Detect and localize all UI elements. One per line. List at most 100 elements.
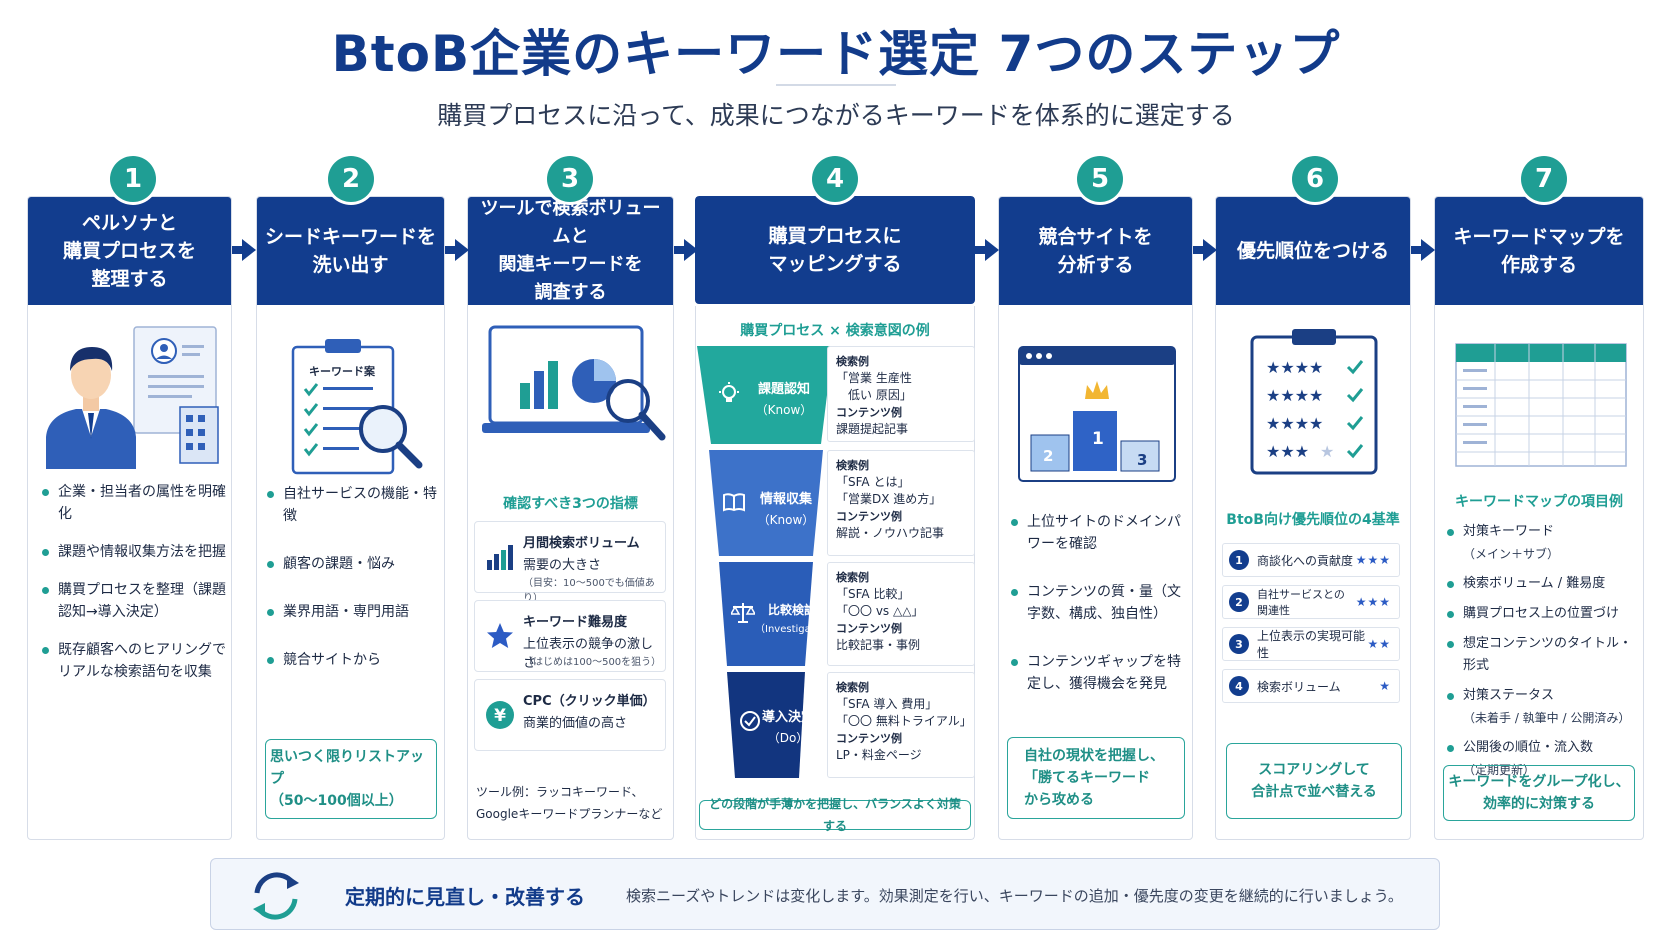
- metrics-title: 確認すべき3つの指標: [503, 496, 638, 512]
- list-item: 購買プロセスを整理（課題認知→導入決定）: [40, 579, 226, 623]
- footer-title: 定期的に見直し・改善する: [345, 885, 585, 909]
- item-main: 対策キーワード: [1463, 524, 1555, 539]
- clipboard-icon: [291, 339, 423, 475]
- clipboard-label: キーワード案: [309, 365, 375, 378]
- svg-text:★: ★: [1320, 442, 1334, 461]
- list-item: 顧客の課題・悩み: [265, 553, 443, 575]
- arrow-4-5-stem: [975, 246, 987, 254]
- stage-label: 導入決定（Do）: [761, 708, 815, 748]
- item-main: 公開後の順位・流入数: [1463, 740, 1594, 755]
- criteria-number: 1: [1229, 550, 1249, 570]
- stage-en: （Investigate）: [755, 624, 831, 635]
- step-3-card: ツールで検索ボリュームと 関連キーワードを 調査する 確認すべき3つの指標 月間…: [467, 196, 674, 840]
- criteria-stars: ★★: [1367, 637, 1391, 651]
- step-2-badge: 2: [328, 156, 374, 202]
- step-1-badge: 1: [110, 156, 156, 202]
- stage-name: 課題認知: [757, 382, 810, 397]
- arrow-5-6-stem: [1193, 246, 1205, 254]
- step-4-note: どの段階が手薄かを把握し、バランスよく対策する: [699, 797, 971, 833]
- step-4-badge: 4: [812, 156, 858, 202]
- list-item: 課題や情報収集方法を把握: [40, 541, 226, 563]
- criteria-stars: ★★★: [1355, 553, 1391, 567]
- step-6-heading: 優先順位をつける: [1216, 197, 1410, 305]
- stage-en: （Know）: [757, 513, 815, 527]
- stage-card: 検索例 「SFA 導入 費用」 「〇〇 無料トライアル」 コンテンツ例 LP・料…: [827, 672, 975, 778]
- step-1-heading: ペルソナと 購買プロセスを 整理する: [28, 197, 231, 305]
- clipboard-rating-icon: ★★★★ ★★★★ ★★★★ ★★★ ★: [1250, 329, 1378, 475]
- step-6-badge: 6: [1292, 156, 1338, 202]
- content-example: 解説・ノウハウ記事: [836, 526, 945, 540]
- page-subtitle: 購買プロセスに沿って、成果につながるキーワードを体系的に選定する: [437, 101, 1235, 130]
- metric-title: キーワード難易度: [523, 615, 628, 630]
- step-5-note: 自社の現状を把握し、 「勝てるキーワード から攻める: [1007, 737, 1185, 819]
- arrow-right-icon: [1203, 239, 1217, 261]
- svg-text:★★★★: ★★★★: [1266, 358, 1323, 377]
- step-7-heading: キーワードマップを 作成する: [1435, 197, 1643, 305]
- funnel-graphic: [697, 346, 833, 778]
- criteria-number: 4: [1229, 676, 1249, 696]
- metric-note: （目安：10〜500でも価値あり）: [523, 578, 655, 604]
- spreadsheet-icon: [1455, 343, 1627, 467]
- search-example: 「SFA とは」 「営業DX 進め方」: [836, 475, 942, 506]
- step-2-card: シードキーワードを 洗い出す キーワード案 自社サービスの機能・特徴 顧客の課題…: [256, 196, 445, 840]
- content-example: 課題提起記事: [836, 422, 909, 436]
- arrow-2-3-stem: [445, 246, 457, 254]
- stage-name: 導入決定: [761, 710, 814, 725]
- list-item: 想定コンテンツのタイトル・形式: [1445, 633, 1641, 677]
- search-label: 検索例: [836, 571, 869, 584]
- criteria-stars: ★★★: [1355, 595, 1391, 609]
- step-2-note: 思いつく限りリストアップ （50〜100個以上）: [265, 739, 437, 819]
- criteria-number: 3: [1229, 634, 1249, 654]
- metric-title: CPC（クリック単価）: [523, 694, 656, 709]
- step-7-bullets: 対策キーワード（メイン＋サブ） 検索ボリューム / 難易度 購買プロセス上の位置…: [1445, 521, 1641, 781]
- page-title: BtoB企業のキーワード選定 7つのステップ: [331, 25, 1341, 83]
- svg-text:★★★: ★★★: [1266, 442, 1309, 461]
- items-title: キーワードマップの項目例: [1455, 494, 1623, 510]
- step-5-card: 競合サイトを 分析する 2 1 3 上位サイトのドメインパワーを確認 コンテンツ…: [998, 196, 1193, 840]
- search-label: 検索例: [836, 681, 869, 694]
- review-banner: 定期的に見直し・改善する 検索ニーズやトレンドは変化します。効果測定を行い、キー…: [210, 858, 1440, 930]
- lightbulb-icon: [719, 382, 739, 402]
- step-6-note: スコアリングして 合計点で並べ替える: [1226, 743, 1402, 819]
- arrow-right-icon: [1421, 239, 1435, 261]
- metric-desc: 商業的価値の高さ: [523, 716, 628, 731]
- criteria-row: 3 上位表示の実現可能性★★: [1222, 627, 1400, 661]
- stage-name: 情報収集: [759, 492, 812, 507]
- step-3-heading: ツールで検索ボリュームと 関連キーワードを 調査する: [468, 197, 673, 305]
- search-example: 「SFA 比較」 「〇〇 vs △△」: [836, 587, 924, 618]
- arrow-6-7-stem: [1411, 246, 1423, 254]
- podium-second: 2: [1043, 447, 1054, 465]
- arrow-right-icon: [684, 239, 698, 261]
- criteria-number: 2: [1229, 592, 1249, 612]
- arrow-right-icon: [985, 239, 999, 261]
- item-main: 購買プロセス上の位置づけ: [1463, 606, 1620, 621]
- check-circle-icon: [740, 711, 760, 731]
- step-4-heading: 購買プロセスに マッピングする: [695, 196, 975, 304]
- step-1-card: ペルソナと 購買プロセスを 整理する 企業・担当者の属性を明確化 課題や情報収集…: [27, 196, 232, 840]
- step-4-card: 購買プロセスに マッピングする 購買プロセス × 検索意図の例 課題認知 （Kno…: [695, 196, 975, 840]
- criteria-text: 上位表示の実現可能性: [1257, 629, 1366, 660]
- search-example: 「営業 生産性 低い 原因」: [836, 371, 912, 402]
- list-item: 自社サービスの機能・特徴: [265, 483, 443, 527]
- stage-card: 検索例 「SFA 比較」 「〇〇 vs △△」 コンテンツ例 比較記事・事例: [827, 562, 975, 666]
- footer-text: 検索ニーズやトレンドは変化します。効果測定を行い、キーワードの追加・優先度の変更…: [626, 887, 1403, 905]
- list-item: 企業・担当者の属性を明確化: [40, 481, 226, 525]
- metric-desc: 上位表示の競争の激しさ: [523, 637, 654, 671]
- content-label: コンテンツ例: [836, 732, 902, 745]
- title-divider: [776, 84, 896, 86]
- content-example: 比較記事・事例: [836, 638, 921, 652]
- step-5-bullets: 上位サイトのドメインパワーを確認 コンテンツの質・量（文字数、構成、独自性） コ…: [1009, 511, 1189, 695]
- podium-first: 1: [1092, 429, 1104, 449]
- content-label: コンテンツ例: [836, 406, 902, 419]
- stage-en: （Know）: [755, 403, 813, 417]
- stage-label: 情報収集 （Know）: [751, 490, 821, 530]
- funnel-title: 購買プロセス × 検索意図の例: [740, 323, 930, 339]
- laptop-chart-icon: [482, 325, 666, 441]
- podium-third: 3: [1137, 451, 1148, 469]
- metric-card: ¥ CPC（クリック単価） 商業的価値の高さ: [474, 679, 666, 751]
- step-5-heading: 競合サイトを 分析する: [999, 197, 1192, 305]
- list-item: 既存顧客へのヒアリングでリアルな検索語句を収集: [40, 639, 226, 683]
- metric-card: キーワード難易度 上位表示の競争の激しさ （はじめは100〜500を狙う）: [474, 600, 666, 672]
